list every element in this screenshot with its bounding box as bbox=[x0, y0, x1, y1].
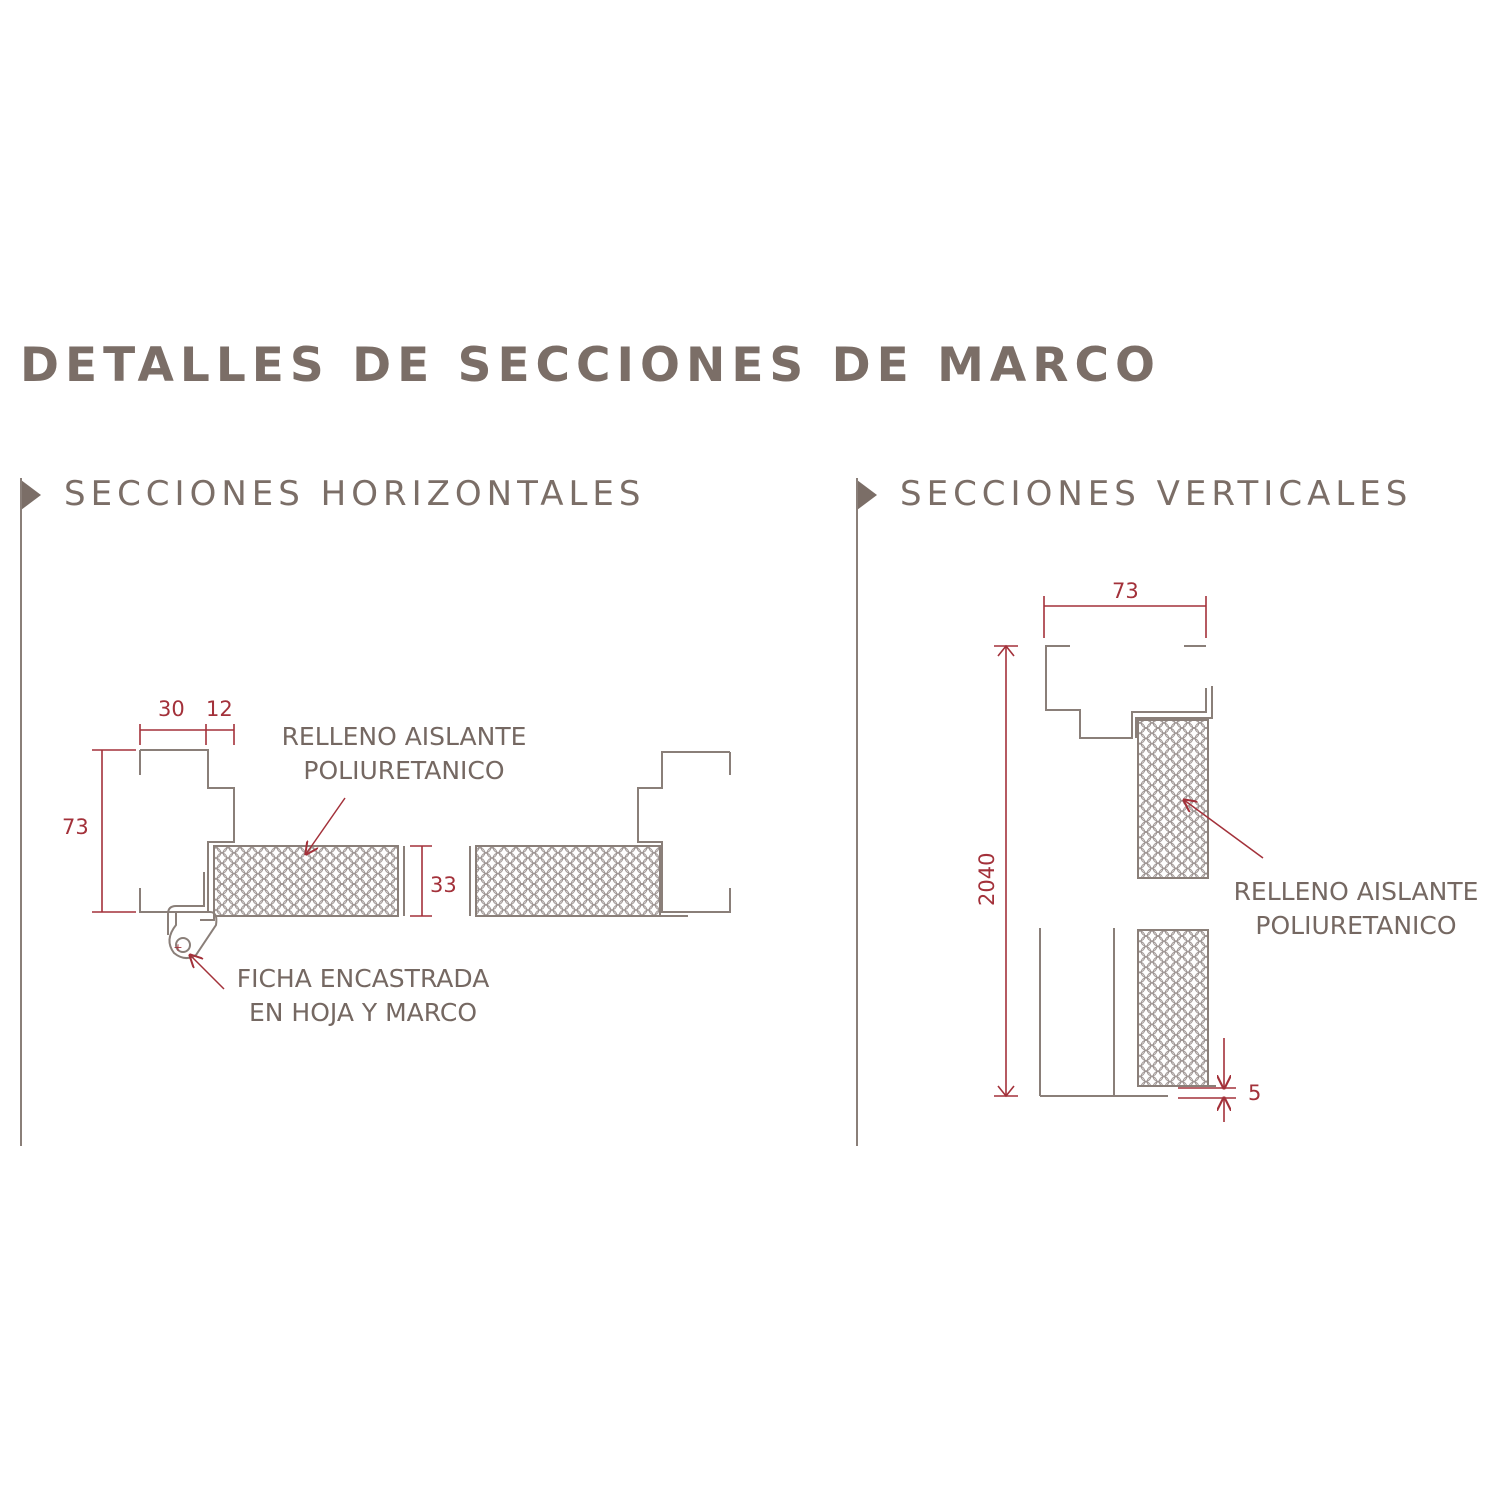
hinge-label-line1: FICHA ENCASTRADA bbox=[237, 964, 490, 993]
dim-12: 12 bbox=[206, 697, 233, 721]
left-leaf-panel bbox=[213, 845, 399, 917]
dim-73-h: 73 bbox=[62, 815, 89, 839]
fill-label-line2-v: POLIURETANICO bbox=[1255, 911, 1456, 940]
lower-leaf-panel bbox=[1137, 929, 1209, 1087]
dim-33: 33 bbox=[430, 873, 457, 897]
fill-label-line1-v: RELLENO AISLANTE bbox=[1234, 877, 1479, 906]
section-marker-icon bbox=[21, 480, 41, 510]
horizontal-sections-heading: SECCIONES HORIZONTALES bbox=[64, 474, 646, 514]
svg-text:+: + bbox=[173, 941, 182, 954]
hinge-pin-icon bbox=[175, 937, 191, 953]
left-frame-profile bbox=[139, 749, 235, 913]
horizontal-section-drawing bbox=[139, 749, 731, 959]
left-divider bbox=[20, 478, 22, 1146]
hinge-label-line2: EN HOJA Y MARCO bbox=[249, 998, 477, 1027]
fill-label-line2-h: POLIURETANICO bbox=[303, 756, 504, 785]
dim-5: 5 bbox=[1248, 1081, 1261, 1105]
right-divider bbox=[856, 478, 858, 1146]
dim-73-v: 73 bbox=[1112, 579, 1139, 603]
vertical-section-drawing bbox=[1039, 645, 1216, 1097]
dim-30: 30 bbox=[158, 697, 185, 721]
page-title: DETALLES DE SECCIONES DE MARCO bbox=[20, 338, 1161, 393]
right-leaf-panel bbox=[475, 845, 661, 917]
right-frame-profile bbox=[637, 751, 731, 913]
section-marker-icon bbox=[857, 480, 877, 510]
top-frame-profile bbox=[1045, 645, 1207, 739]
vertical-sections-heading: SECCIONES VERTICALES bbox=[900, 474, 1413, 514]
fill-label-line1-h: RELLENO AISLANTE bbox=[282, 722, 527, 751]
dim-2040: 2040 bbox=[975, 853, 999, 906]
hinge-plate bbox=[167, 872, 205, 935]
hinge-knuckle bbox=[168, 911, 218, 959]
upper-leaf-panel bbox=[1137, 719, 1209, 879]
